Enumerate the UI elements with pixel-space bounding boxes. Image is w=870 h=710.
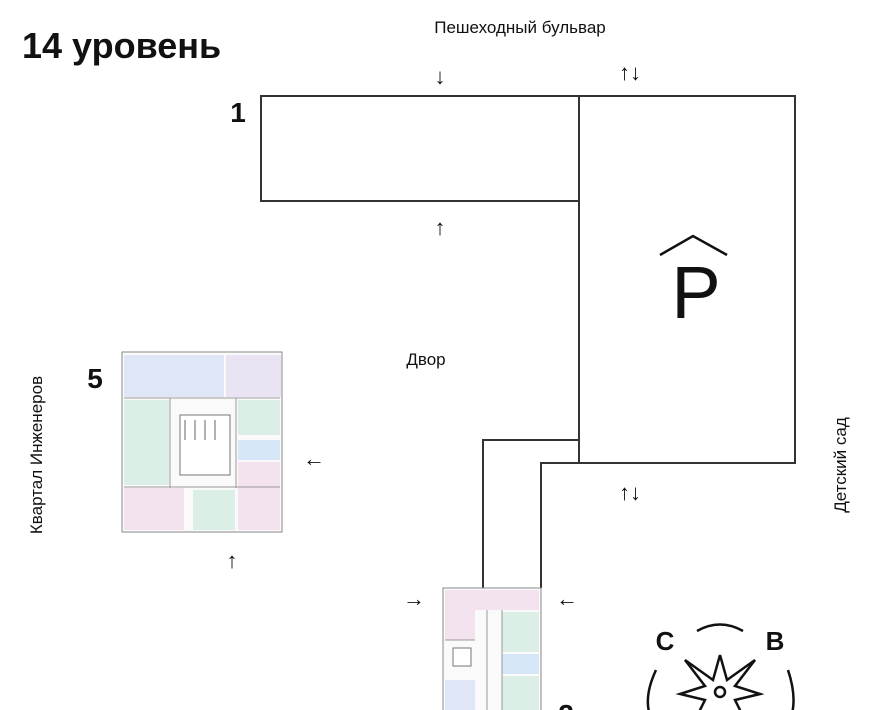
building-1-label: 1 xyxy=(230,97,246,128)
compass-east-label: В xyxy=(766,626,785,656)
building-5-arrow-up: ↑ xyxy=(227,548,238,573)
entry-arrow-down: ↓ xyxy=(435,64,446,89)
building-5-label: 5 xyxy=(87,363,103,394)
building-2-arrow-right: → xyxy=(403,586,425,611)
connector-left-wall xyxy=(482,439,579,588)
parking-outline xyxy=(578,95,796,464)
building-2-floor-plan[interactable] xyxy=(442,587,542,710)
compass-north-label: С xyxy=(656,626,675,656)
level-title: 14 уровень xyxy=(22,25,221,66)
building-1-outline xyxy=(260,95,580,202)
yard-label: Двор xyxy=(406,350,445,369)
compass-icon xyxy=(646,623,795,710)
building-2-arrow-left: ← xyxy=(556,586,578,611)
building-5-arrow-left: ← xyxy=(303,446,325,471)
parking-icon: P xyxy=(671,251,720,334)
building-5-floor-plan[interactable] xyxy=(121,351,283,533)
entry-arrow-up: ↑ xyxy=(435,215,446,240)
connector-right-wall xyxy=(540,462,579,588)
kindergarten-label: Детский сад xyxy=(831,417,850,513)
building-2-label: 2 xyxy=(558,699,574,710)
parking-arrow-updown-top: ↑↓ xyxy=(619,60,641,85)
quarter-label: Квартал Инженеров xyxy=(27,376,46,534)
parking-roof-icon xyxy=(659,234,728,257)
parking-arrow-updown-bottom: ↑↓ xyxy=(619,480,641,505)
boulevard-label: Пешеходный бульвар xyxy=(434,18,606,37)
